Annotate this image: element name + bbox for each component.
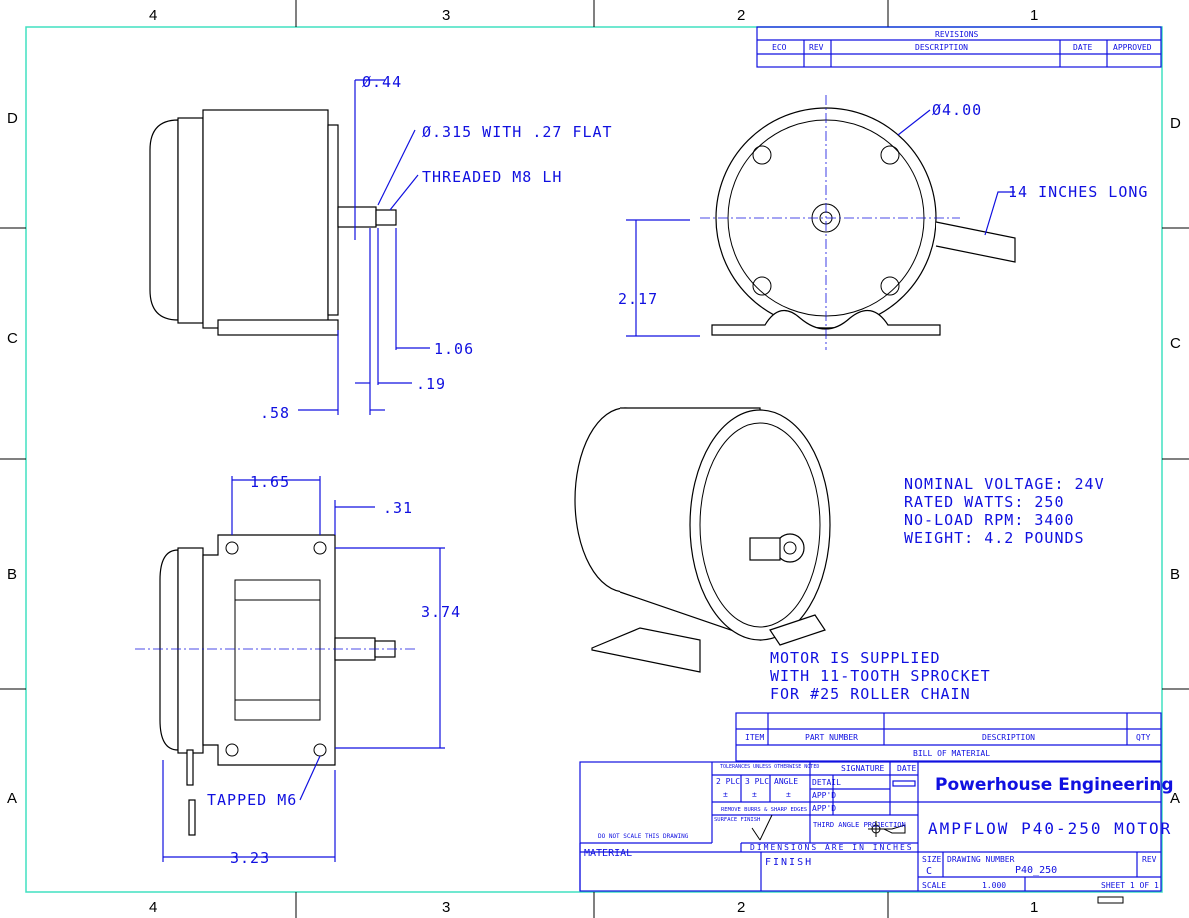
deburr-label: REMOVE BURRS & SHARP EDGES (721, 807, 807, 813)
zone-top-4: 4 (149, 7, 157, 24)
spec-rpm: NO-LOAD RPM: 3400 (904, 511, 1075, 529)
bottom-view (135, 476, 445, 862)
title-block (579, 761, 1162, 892)
side-view (149, 79, 430, 415)
dim-0-19: .19 (416, 375, 446, 393)
tol-3plc-value: ± (752, 790, 757, 799)
dims-inches-label: DIMENSIONS ARE IN INCHES (750, 843, 914, 852)
note-line-1: MOTOR IS SUPPLIED (770, 649, 941, 667)
zone-right-a: A (1170, 790, 1180, 807)
tolerances-label: TOLERANCES UNLESS OTHERWISE NOTED (720, 764, 819, 770)
dim-thread: THREADED M8 LH (422, 168, 562, 186)
zone-right-d: D (1170, 115, 1181, 132)
projection-label: THIRD ANGLE PROJECTION (813, 821, 906, 829)
tol-3plc: 3 PLC (745, 777, 769, 786)
isometric-view (574, 407, 831, 673)
zone-top-1: 1 (1030, 7, 1038, 24)
dim-flat: Ø.315 WITH .27 FLAT (422, 123, 613, 141)
appd-label-1: APP'D (812, 791, 836, 800)
rev-label: REV (1142, 855, 1157, 864)
appd-label-2: APP'D (812, 804, 836, 813)
do-not-scale-label: DO NOT SCALE THIS DRAWING (598, 833, 689, 840)
spec-weight: WEIGHT: 4.2 POUNDS (904, 529, 1085, 547)
note-line-2: WITH 11-TOOTH SPROCKET (770, 667, 991, 685)
spec-voltage: NOMINAL VOLTAGE: 24V (904, 475, 1105, 493)
tol-2plc: 2 PLC (716, 777, 740, 786)
rev-col-eco: ECO (772, 43, 787, 52)
finish-label: FINISH (765, 857, 813, 868)
zone-right-c: C (1170, 335, 1181, 352)
bom-col-qty: QTY (1136, 733, 1151, 742)
dim-3-74: 3.74 (421, 603, 461, 621)
rev-col-rev: REV (809, 43, 824, 52)
surface-finish-label: SURFACE FINISH (714, 817, 760, 823)
zone-left-a: A (7, 790, 17, 807)
dim-0-58: .58 (260, 404, 290, 422)
dim-3-23: 3.23 (230, 849, 270, 867)
dim-shaft-diameter: Ø.44 (362, 73, 402, 91)
detail-label: DETAIL (812, 778, 841, 787)
bom-col-item: ITEM (745, 733, 764, 742)
zone-bottom-4: 4 (149, 899, 157, 916)
tol-angle: ANGLE (774, 777, 798, 786)
signature-label: SIGNATURE (841, 764, 885, 773)
dim-tapped: TAPPED M6 (207, 791, 297, 809)
zone-right-b: B (1170, 566, 1180, 583)
company-name: Powerhouse Engineering (935, 775, 1174, 795)
drawing-number-label: DRAWING NUMBER (947, 855, 1015, 864)
material-label: MATERIAL (584, 848, 632, 859)
zone-top-3: 3 (442, 7, 450, 24)
zone-left-d: D (7, 110, 18, 127)
note-line-3: FOR #25 ROLLER CHAIN (770, 685, 971, 703)
spec-watts: RATED WATTS: 250 (904, 493, 1065, 511)
zone-bottom-2: 2 (737, 899, 745, 916)
rev-col-description: DESCRIPTION (915, 43, 968, 52)
bom-title: BILL OF MATERIAL (913, 749, 990, 758)
revisions-table: REVISIONS ECO REV DESCRIPTION DATE APPRO… (756, 26, 1162, 68)
size-label: SIZE (922, 855, 941, 864)
dim-1-06: 1.06 (434, 340, 474, 358)
scale-label: SCALE (922, 881, 946, 890)
scale-value: 1.000 (982, 881, 1006, 890)
dim-lead-length: 14 INCHES LONG (1008, 183, 1148, 201)
tol-angle-value: ± (786, 790, 791, 799)
rev-col-date: DATE (1073, 43, 1092, 52)
size-value: C (926, 866, 932, 877)
sheet-marker (1097, 896, 1124, 904)
rev-col-approved: APPROVED (1113, 43, 1152, 52)
tol-2plc-value: ± (723, 790, 728, 799)
zone-bottom-3: 3 (442, 899, 450, 916)
zone-bottom-1: 1 (1030, 899, 1038, 916)
dim-1-65: 1.65 (250, 473, 290, 491)
bill-of-material: ITEM PART NUMBER DESCRIPTION QTY BILL OF… (735, 712, 1162, 762)
dim-housing-diameter: Ø4.00 (932, 101, 982, 119)
drawing-number: P40_250 (1015, 865, 1057, 876)
front-view (626, 95, 1016, 350)
bom-col-description: DESCRIPTION (982, 733, 1035, 742)
drawing-title: AMPFLOW P40-250 MOTOR (928, 819, 1172, 838)
dim-2-17: 2.17 (618, 290, 658, 308)
revisions-title: REVISIONS (935, 30, 979, 39)
date-label: DATE (897, 764, 916, 773)
zone-top-2: 2 (737, 7, 745, 24)
zone-left-c: C (7, 330, 18, 347)
bom-col-part-number: PART NUMBER (805, 733, 858, 742)
dim-0-31: .31 (383, 499, 413, 517)
zone-left-b: B (7, 566, 17, 583)
sheet-label: SHEET 1 OF 1 (1101, 881, 1159, 890)
